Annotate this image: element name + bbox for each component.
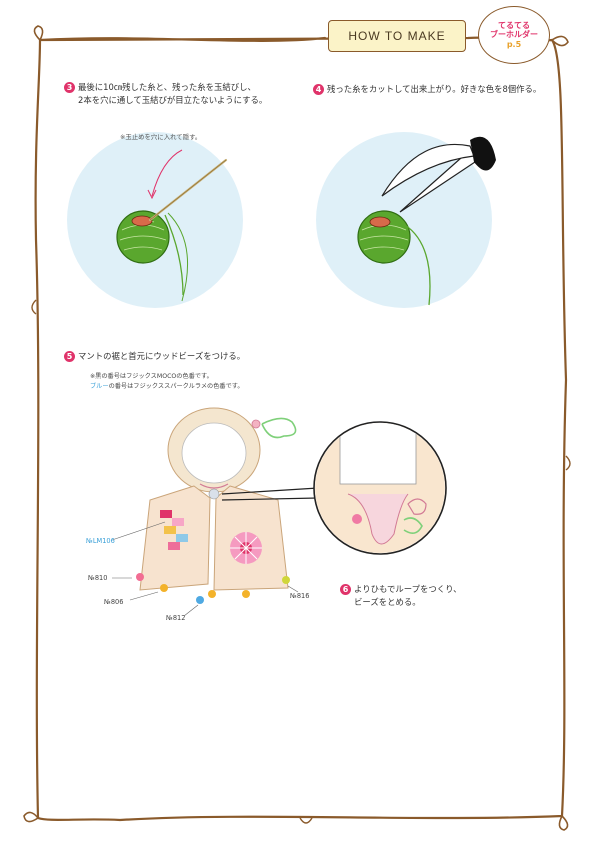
step-3-arrow [151, 149, 183, 197]
bead-extra-2 [242, 590, 250, 598]
hide-knot-note: ※玉止めを穴に入れて隠す。 [120, 133, 202, 141]
color-label-806: №806 [104, 598, 124, 606]
step-5: 5 マントの裾と首元にウッドビーズをつける。 [64, 350, 245, 363]
step-5-text: マントの裾と首元にウッドビーズをつける。 [78, 351, 246, 361]
teru-teru-head-icon [167, 407, 297, 493]
badge-line-1: てるてる [498, 20, 530, 30]
bead-810 [136, 573, 144, 581]
color-label-810: №810 [88, 574, 108, 582]
color-label-lm106: №LM106 [86, 537, 115, 545]
bead-816 [282, 576, 290, 584]
step-6-text: よりひもでループをつくり、 ビーズをとめる。 [354, 584, 462, 607]
step-4-number: 4 [313, 84, 324, 95]
magnified-detail-circle [313, 421, 447, 555]
bead-806 [160, 584, 168, 592]
how-to-make-title: HOW TO MAKE [328, 20, 466, 52]
color-note-2-blue: ブルー [90, 382, 109, 390]
step-5-number: 5 [64, 351, 75, 362]
cape-icon [139, 483, 289, 591]
step-4-text: 残った糸をカットして出来上がり。好きな色を8個作る。 [327, 84, 542, 94]
color-note-2-rest: の番号はフジックススパークルラメの色番です。 [108, 382, 244, 390]
color-number-notes: ※黒の番号はフジックスMOCOの色番です。 ブルーの番号はフジックススパークルラ… [90, 372, 244, 392]
step-3-text: 最後に10㎝残した糸と、残った糸を玉結びし、 2本を穴に通して玉結びが目立たない… [78, 82, 268, 105]
section-badge: てるてる ブーホルダー p.5 [478, 6, 550, 64]
badge-page: p.5 [506, 39, 522, 49]
color-note-1: ※黒の番号はフジックスMOCOの色番です。 [90, 373, 213, 380]
step-6-number: 6 [340, 584, 351, 595]
badge-line-2: ブーホルダー [490, 30, 538, 40]
color-label-812: №812 [166, 614, 186, 622]
scissors-icon [381, 136, 496, 213]
step-3-number: 3 [64, 82, 75, 93]
bead-812 [196, 596, 204, 604]
step-4-yarn-ball-icon [357, 210, 431, 306]
bead-extra [208, 590, 216, 598]
step-3: 3 最後に10㎝残した糸と、残った糸を玉結びし、 2本を穴に通して玉結びが目立た… [64, 81, 267, 106]
step-4: 4 残った糸をカットして出来上がり。好きな色を8個作る。 [313, 83, 541, 96]
step-3-yarn-ball-icon [116, 158, 228, 302]
step-6: 6 よりひもでループをつくり、 ビーズをとめる。 [340, 583, 462, 608]
color-label-816: №816 [290, 592, 310, 600]
